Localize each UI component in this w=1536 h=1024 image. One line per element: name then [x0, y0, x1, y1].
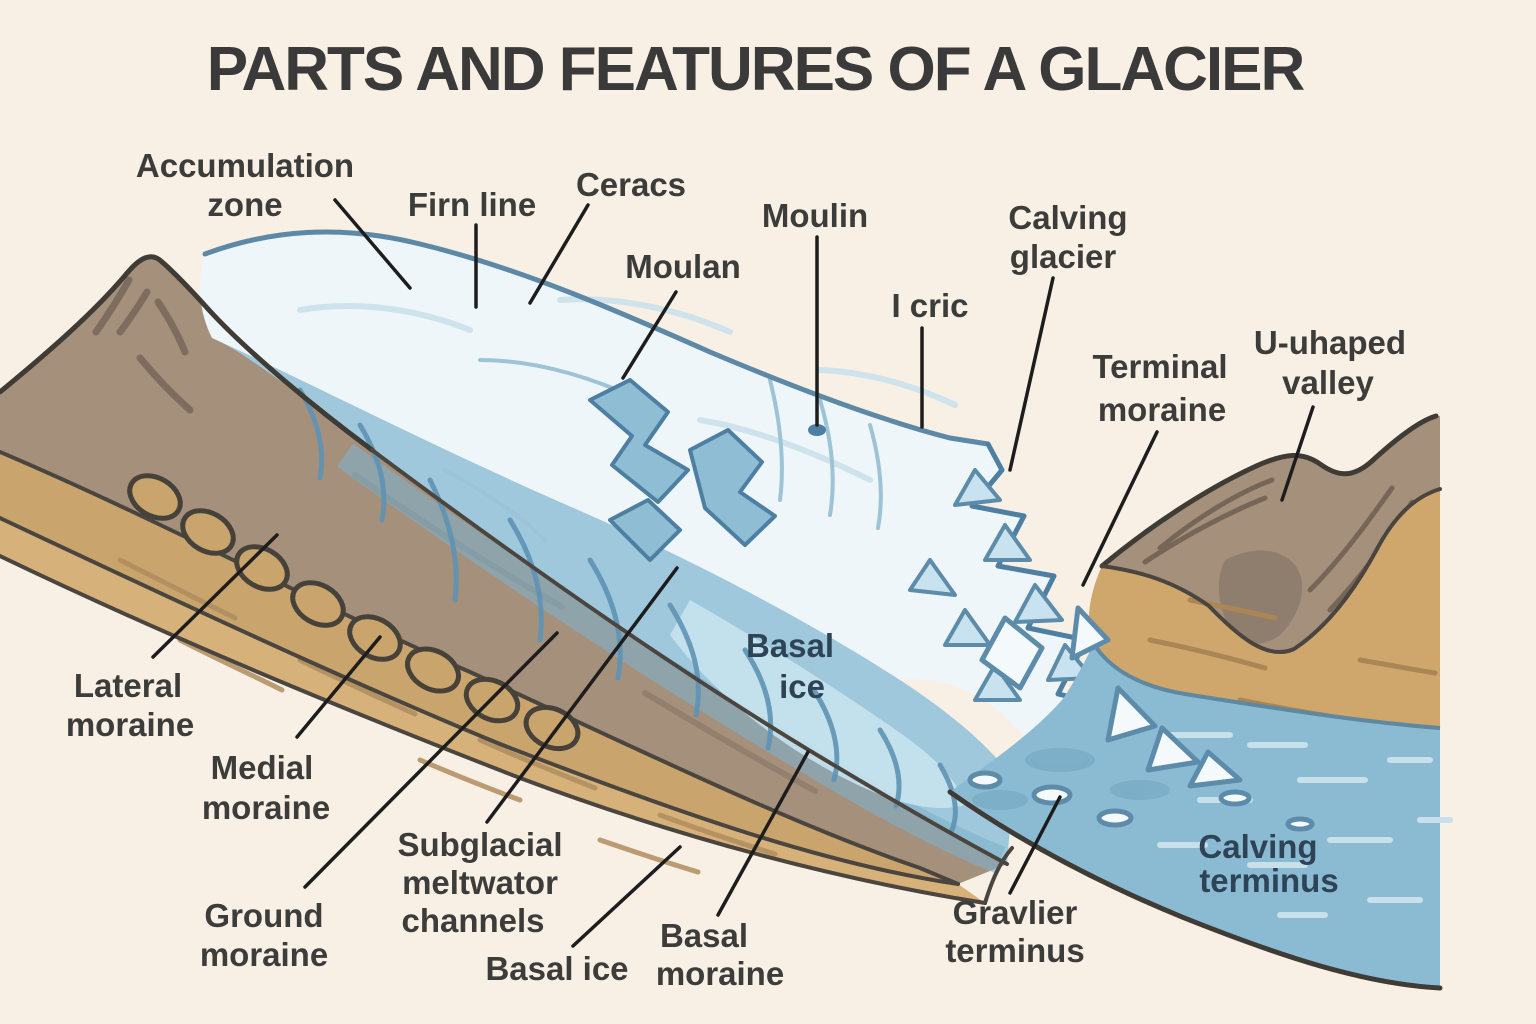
leader-lateral-moraine [151, 533, 279, 659]
label-basal-moraine: Basal moraine [656, 917, 784, 992]
svg-text:Firn line: Firn line [408, 186, 536, 223]
svg-text:I cric: I cric [891, 287, 968, 324]
label-ground-moraine: Ground moraine [200, 897, 328, 973]
label-subglacial-channels: Subglacial meltwator channels [397, 826, 562, 939]
leader-u-shaped-valley [1280, 405, 1315, 502]
svg-text:glacier: glacier [1010, 238, 1117, 275]
svg-text:Moulan: Moulan [625, 248, 740, 285]
glacier-surface [199, 229, 1135, 795]
bedrock-streaks [117, 557, 778, 875]
svg-text:terminus: terminus [1199, 862, 1338, 899]
leader-moulan [621, 290, 678, 380]
svg-text:Gravlier: Gravlier [953, 894, 1078, 931]
svg-text:Basal: Basal [660, 917, 748, 954]
svg-text:moraine: moraine [202, 789, 330, 826]
label-basal-ice-glacier: Basal ice [746, 627, 834, 705]
label-ceracs: Ceracs [576, 166, 686, 203]
svg-text:Calving: Calving [1198, 828, 1317, 865]
glacier-flank [212, 338, 1014, 873]
svg-text:moraine: moraine [656, 955, 784, 992]
svg-text:Calving: Calving [1008, 199, 1127, 236]
leader-calving-glacier [1008, 276, 1055, 472]
svg-text:moraine: moraine [66, 706, 194, 743]
svg-text:Lateral: Lateral [74, 667, 182, 704]
label-accumulation-zone: Accumulation zone [136, 147, 354, 223]
label-icric: I cric [891, 287, 968, 324]
leader-subglacial-channels [485, 566, 679, 824]
label-medial-moraine: Medial moraine [202, 749, 330, 826]
svg-text:Ground: Ground [204, 897, 323, 934]
svg-text:channels: channels [401, 902, 544, 939]
leader-ground-moraine [303, 631, 559, 889]
leader-gravlier-terminus [1008, 795, 1062, 895]
svg-text:moraine: moraine [200, 936, 328, 973]
right-valley [1088, 413, 1442, 765]
label-basal-ice-bottom: Basal ice [485, 950, 628, 987]
svg-text:Accumulation: Accumulation [136, 147, 354, 184]
leader-ceracs [528, 203, 590, 305]
label-u-shaped-valley: U-uhaped valley [1254, 324, 1406, 401]
page-title: PARTS AND FEATURES OF A GLACIER [207, 35, 1305, 104]
leader-medial-moraine [295, 635, 382, 739]
svg-text:Basal ice: Basal ice [485, 950, 628, 987]
label-lateral-moraine: Lateral moraine [66, 667, 194, 743]
svg-text:U-uhaped: U-uhaped [1254, 324, 1406, 361]
svg-text:Subglacial: Subglacial [397, 826, 562, 863]
svg-text:Basal: Basal [746, 627, 834, 664]
leader-basal-moraine [716, 750, 810, 917]
label-calving-terminus: Calving terminus [1198, 828, 1338, 899]
label-terminal-moraine: Terminal moraine [1092, 348, 1227, 428]
labels: Accumulation zone Firn line Ceracs Moula… [66, 147, 1406, 992]
icebergs [967, 605, 1315, 832]
leader-basal-ice [571, 845, 682, 948]
svg-text:terminus: terminus [945, 932, 1084, 969]
svg-text:Moulin: Moulin [762, 197, 868, 234]
svg-text:ice: ice [779, 668, 825, 705]
svg-text:moraine: moraine [1098, 391, 1226, 428]
icefall-facets [908, 468, 1120, 737]
leader-accumulation-zone [333, 198, 412, 290]
crevasse-field [588, 378, 777, 562]
label-moulan: Moulan [625, 248, 740, 285]
svg-text:Terminal: Terminal [1092, 348, 1227, 385]
leader-terminal-moraine [1081, 430, 1159, 587]
leader-lines [151, 198, 1315, 948]
flank-striations [297, 387, 958, 833]
label-gravlier-terminus: Gravlier terminus [945, 894, 1084, 969]
svg-text:Medial: Medial [211, 749, 314, 786]
label-calving-glacier: Calving glacier [1008, 199, 1127, 275]
label-moulin: Moulin [762, 197, 868, 234]
svg-text:meltwator: meltwator [402, 864, 558, 901]
mountain-streaks [92, 276, 194, 414]
svg-text:zone: zone [207, 186, 282, 223]
water-shadows [972, 748, 1170, 810]
water [947, 605, 1453, 991]
svg-text:Ceracs: Ceracs [576, 166, 686, 203]
label-firn-line: Firn line [408, 186, 536, 223]
moulin-hole [808, 424, 826, 436]
svg-text:valley: valley [1282, 364, 1374, 401]
